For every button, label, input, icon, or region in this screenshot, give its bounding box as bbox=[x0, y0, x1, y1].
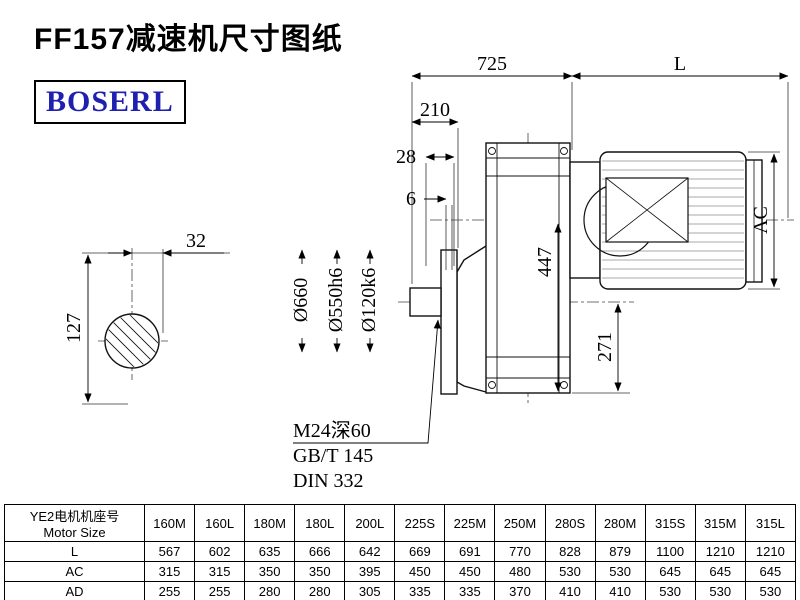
spec-cell: 645 bbox=[644, 561, 696, 582]
spec-row-label: AD bbox=[4, 581, 145, 600]
spec-row-label: L bbox=[4, 541, 145, 562]
thread-spec-label: M24深60 bbox=[293, 419, 371, 442]
frame-size-col-header: 315S bbox=[644, 504, 696, 542]
spec-cell: 602 bbox=[194, 541, 246, 562]
dim-271-label: 271 bbox=[594, 332, 616, 362]
spec-cell: 645 bbox=[744, 561, 797, 582]
spec-cell: 770 bbox=[494, 541, 546, 562]
spec-cell: 450 bbox=[394, 561, 446, 582]
spec-cell: 410 bbox=[594, 581, 646, 600]
frame-size-col-header: 250M bbox=[494, 504, 546, 542]
extension-lines bbox=[82, 82, 789, 405]
dim-L-label: L bbox=[674, 53, 686, 75]
frame-size-col-header: 315M bbox=[694, 504, 746, 542]
spec-cell: 635 bbox=[244, 541, 296, 562]
gearbox-housing bbox=[485, 142, 571, 394]
spec-cell: 530 bbox=[694, 581, 746, 600]
spec-cell: 255 bbox=[143, 581, 196, 600]
spec-cell: 350 bbox=[244, 561, 296, 582]
spec-cell: 1100 bbox=[644, 541, 696, 562]
spec-cell: 530 bbox=[544, 561, 596, 582]
spec-cell: 315 bbox=[143, 561, 196, 582]
page-title: FF157减速机尺寸图纸 bbox=[34, 23, 343, 56]
output-flange-plate bbox=[440, 249, 458, 395]
spec-cell: 642 bbox=[344, 541, 396, 562]
spec-cell: 530 bbox=[594, 561, 646, 582]
dim-127-label: 127 bbox=[63, 313, 85, 343]
spec-row-label: AC bbox=[4, 561, 145, 582]
spec-cell: 530 bbox=[644, 581, 696, 600]
frame-size-col-header: 160M bbox=[143, 504, 196, 542]
spec-cell: 450 bbox=[444, 561, 496, 582]
spec-cell: 1210 bbox=[744, 541, 797, 562]
dim-AC-label: AC bbox=[750, 206, 772, 234]
boserl-logo: BOSERL bbox=[34, 80, 186, 124]
frame-size-col-header: 180M bbox=[244, 504, 296, 542]
spec-cell: 530 bbox=[744, 581, 797, 600]
frame-size-col-header: 225M bbox=[444, 504, 496, 542]
spec-cell: 280 bbox=[244, 581, 296, 600]
spec-cell: 567 bbox=[143, 541, 196, 562]
spec-cell: 691 bbox=[444, 541, 496, 562]
dia-shaft-label: Ø120k6 bbox=[358, 268, 380, 332]
gb-standard-label: GB/T 145 bbox=[293, 445, 373, 467]
spec-cell: 666 bbox=[294, 541, 346, 562]
dimension-lines bbox=[84, 72, 789, 444]
spec-cell: 350 bbox=[294, 561, 346, 582]
dim-210-label: 210 bbox=[420, 99, 450, 121]
spec-cell: 255 bbox=[194, 581, 246, 600]
output-flange-bell bbox=[456, 245, 487, 393]
spec-cell: 669 bbox=[394, 541, 446, 562]
frame-size-col-header: 160L bbox=[194, 504, 246, 542]
frame-size-col-header: 280S bbox=[544, 504, 596, 542]
dim-725-label: 725 bbox=[477, 53, 507, 75]
frame-size-col-header: 280M bbox=[594, 504, 646, 542]
dia-spigot-label: Ø550h6 bbox=[325, 268, 347, 332]
dim-28-label: 28 bbox=[396, 146, 416, 168]
frame-size-col-header: 200L bbox=[344, 504, 396, 542]
dim-6-label: 6 bbox=[406, 188, 416, 210]
dim-447-label: 447 bbox=[534, 247, 556, 277]
spec-cell: 280 bbox=[294, 581, 346, 600]
spec-cell: 879 bbox=[594, 541, 646, 562]
spec-cell: 828 bbox=[544, 541, 596, 562]
frame-size-col-header: 315L bbox=[744, 504, 797, 542]
frame-size-col-header: 180L bbox=[294, 504, 346, 542]
spec-cell: 410 bbox=[544, 581, 596, 600]
frame-size-col-header: 225S bbox=[394, 504, 446, 542]
spec-cell: 1210 bbox=[694, 541, 746, 562]
din-standard-label: DIN 332 bbox=[293, 470, 364, 492]
dia-flange-label: Ø660 bbox=[290, 278, 312, 322]
motor-adapter-flange bbox=[569, 161, 601, 279]
spec-cell: 315 bbox=[194, 561, 246, 582]
dim-32-label: 32 bbox=[186, 230, 206, 252]
spec-cell: 645 bbox=[694, 561, 746, 582]
spec-cell: 370 bbox=[494, 581, 546, 600]
output-shaft bbox=[409, 287, 442, 317]
spec-cell: 335 bbox=[444, 581, 496, 600]
spec-cell: 305 bbox=[344, 581, 396, 600]
spec-cell: 335 bbox=[394, 581, 446, 600]
spec-cell: 395 bbox=[344, 561, 396, 582]
spec-cell: 480 bbox=[494, 561, 546, 582]
